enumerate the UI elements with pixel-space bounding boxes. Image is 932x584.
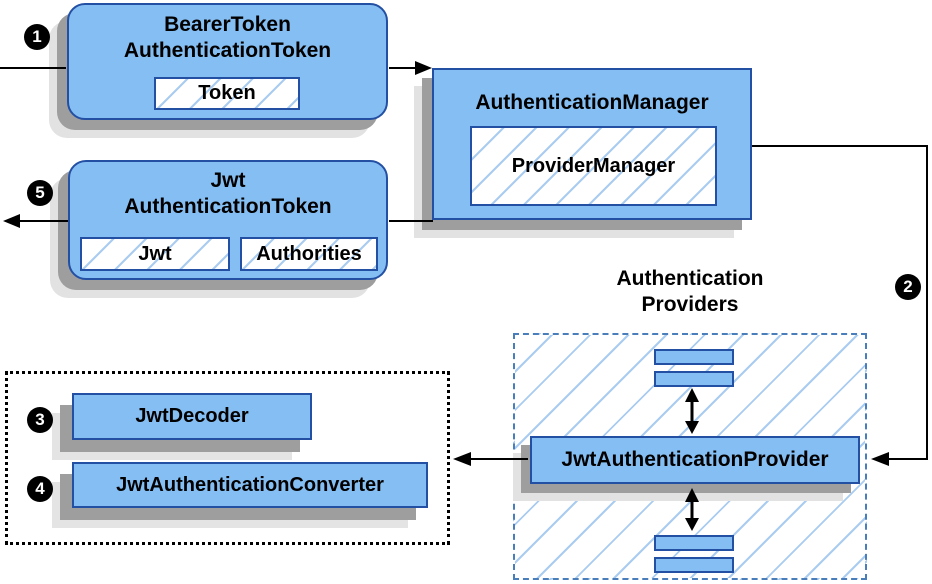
jwt-token-box-title: Jwt AuthenticationToken xyxy=(70,168,386,220)
step-1-badge: 1 xyxy=(24,24,50,50)
bearer-token-box-title: BearerToken AuthenticationToken xyxy=(69,12,386,64)
authorities-field-label: Authorities xyxy=(256,242,362,265)
providers-caption-line1: Authentication xyxy=(616,267,764,290)
provider-slot-top-2 xyxy=(654,371,734,387)
arrowhead-into-resolver-region xyxy=(453,452,471,466)
bearer-token-title-line2: AuthenticationToken xyxy=(123,39,332,62)
provider-manager-field: ProviderManager xyxy=(470,126,717,206)
bearer-token-title-line1: BearerToken xyxy=(164,13,291,36)
jwt-authentication-token-box: Jwt AuthenticationToken Jwt Authorities xyxy=(68,160,388,280)
authentication-manager-box: AuthenticationManager ProviderManager xyxy=(432,68,752,220)
authorities-field: Authorities xyxy=(240,237,378,271)
provider-slot-bottom-2 xyxy=(654,557,734,573)
jwt-resolver-region: JwtDecoder JwtAuthenticationConverter xyxy=(5,371,450,545)
authentication-providers-region: JwtAuthenticationProvider xyxy=(513,333,867,580)
step-3-number: 3 xyxy=(35,410,45,429)
provider-slot-top-1 xyxy=(654,349,734,365)
step-5-number: 5 xyxy=(35,183,45,202)
jwt-authentication-provider-label: JwtAuthenticationProvider xyxy=(561,448,829,471)
bearer-token-authentication-token-box: BearerToken AuthenticationToken Token xyxy=(67,3,388,120)
jwt-authentication-converter-box: JwtAuthenticationConverter xyxy=(72,462,428,508)
step-1-number: 1 xyxy=(32,27,42,46)
jwt-decoder-box: JwtDecoder xyxy=(72,393,312,440)
arrowhead-into-providers-region xyxy=(871,452,889,466)
arrowhead-response-out xyxy=(3,214,20,228)
step-4-badge: 4 xyxy=(27,476,53,502)
token-field-label: Token xyxy=(198,82,256,104)
provider-slot-bottom-1 xyxy=(654,535,734,551)
providers-caption-line2: Providers xyxy=(641,293,739,316)
provider-manager-label: ProviderManager xyxy=(511,154,676,177)
authentication-manager-title: AuthenticationManager xyxy=(475,91,709,114)
token-field: Token xyxy=(154,77,300,110)
jwt-decoder-label: JwtDecoder xyxy=(135,405,249,427)
jwt-authentication-provider-box: JwtAuthenticationProvider xyxy=(530,436,860,484)
jwt-field: Jwt xyxy=(80,237,230,271)
step-3-badge: 3 xyxy=(27,407,53,433)
jwt-token-title-line1: Jwt xyxy=(210,169,246,192)
jwt-token-title-line2: AuthenticationToken xyxy=(124,195,332,218)
step-4-number: 4 xyxy=(35,479,45,498)
jwt-authentication-converter-label: JwtAuthenticationConverter xyxy=(116,473,384,496)
arrowhead-into-manager xyxy=(415,61,432,75)
authentication-providers-caption: Authentication Providers xyxy=(565,266,815,318)
jwt-field-label: Jwt xyxy=(138,242,172,265)
step-2-badge: 2 xyxy=(895,274,921,300)
step-5-badge: 5 xyxy=(27,180,53,206)
step-2-number: 2 xyxy=(903,277,913,296)
